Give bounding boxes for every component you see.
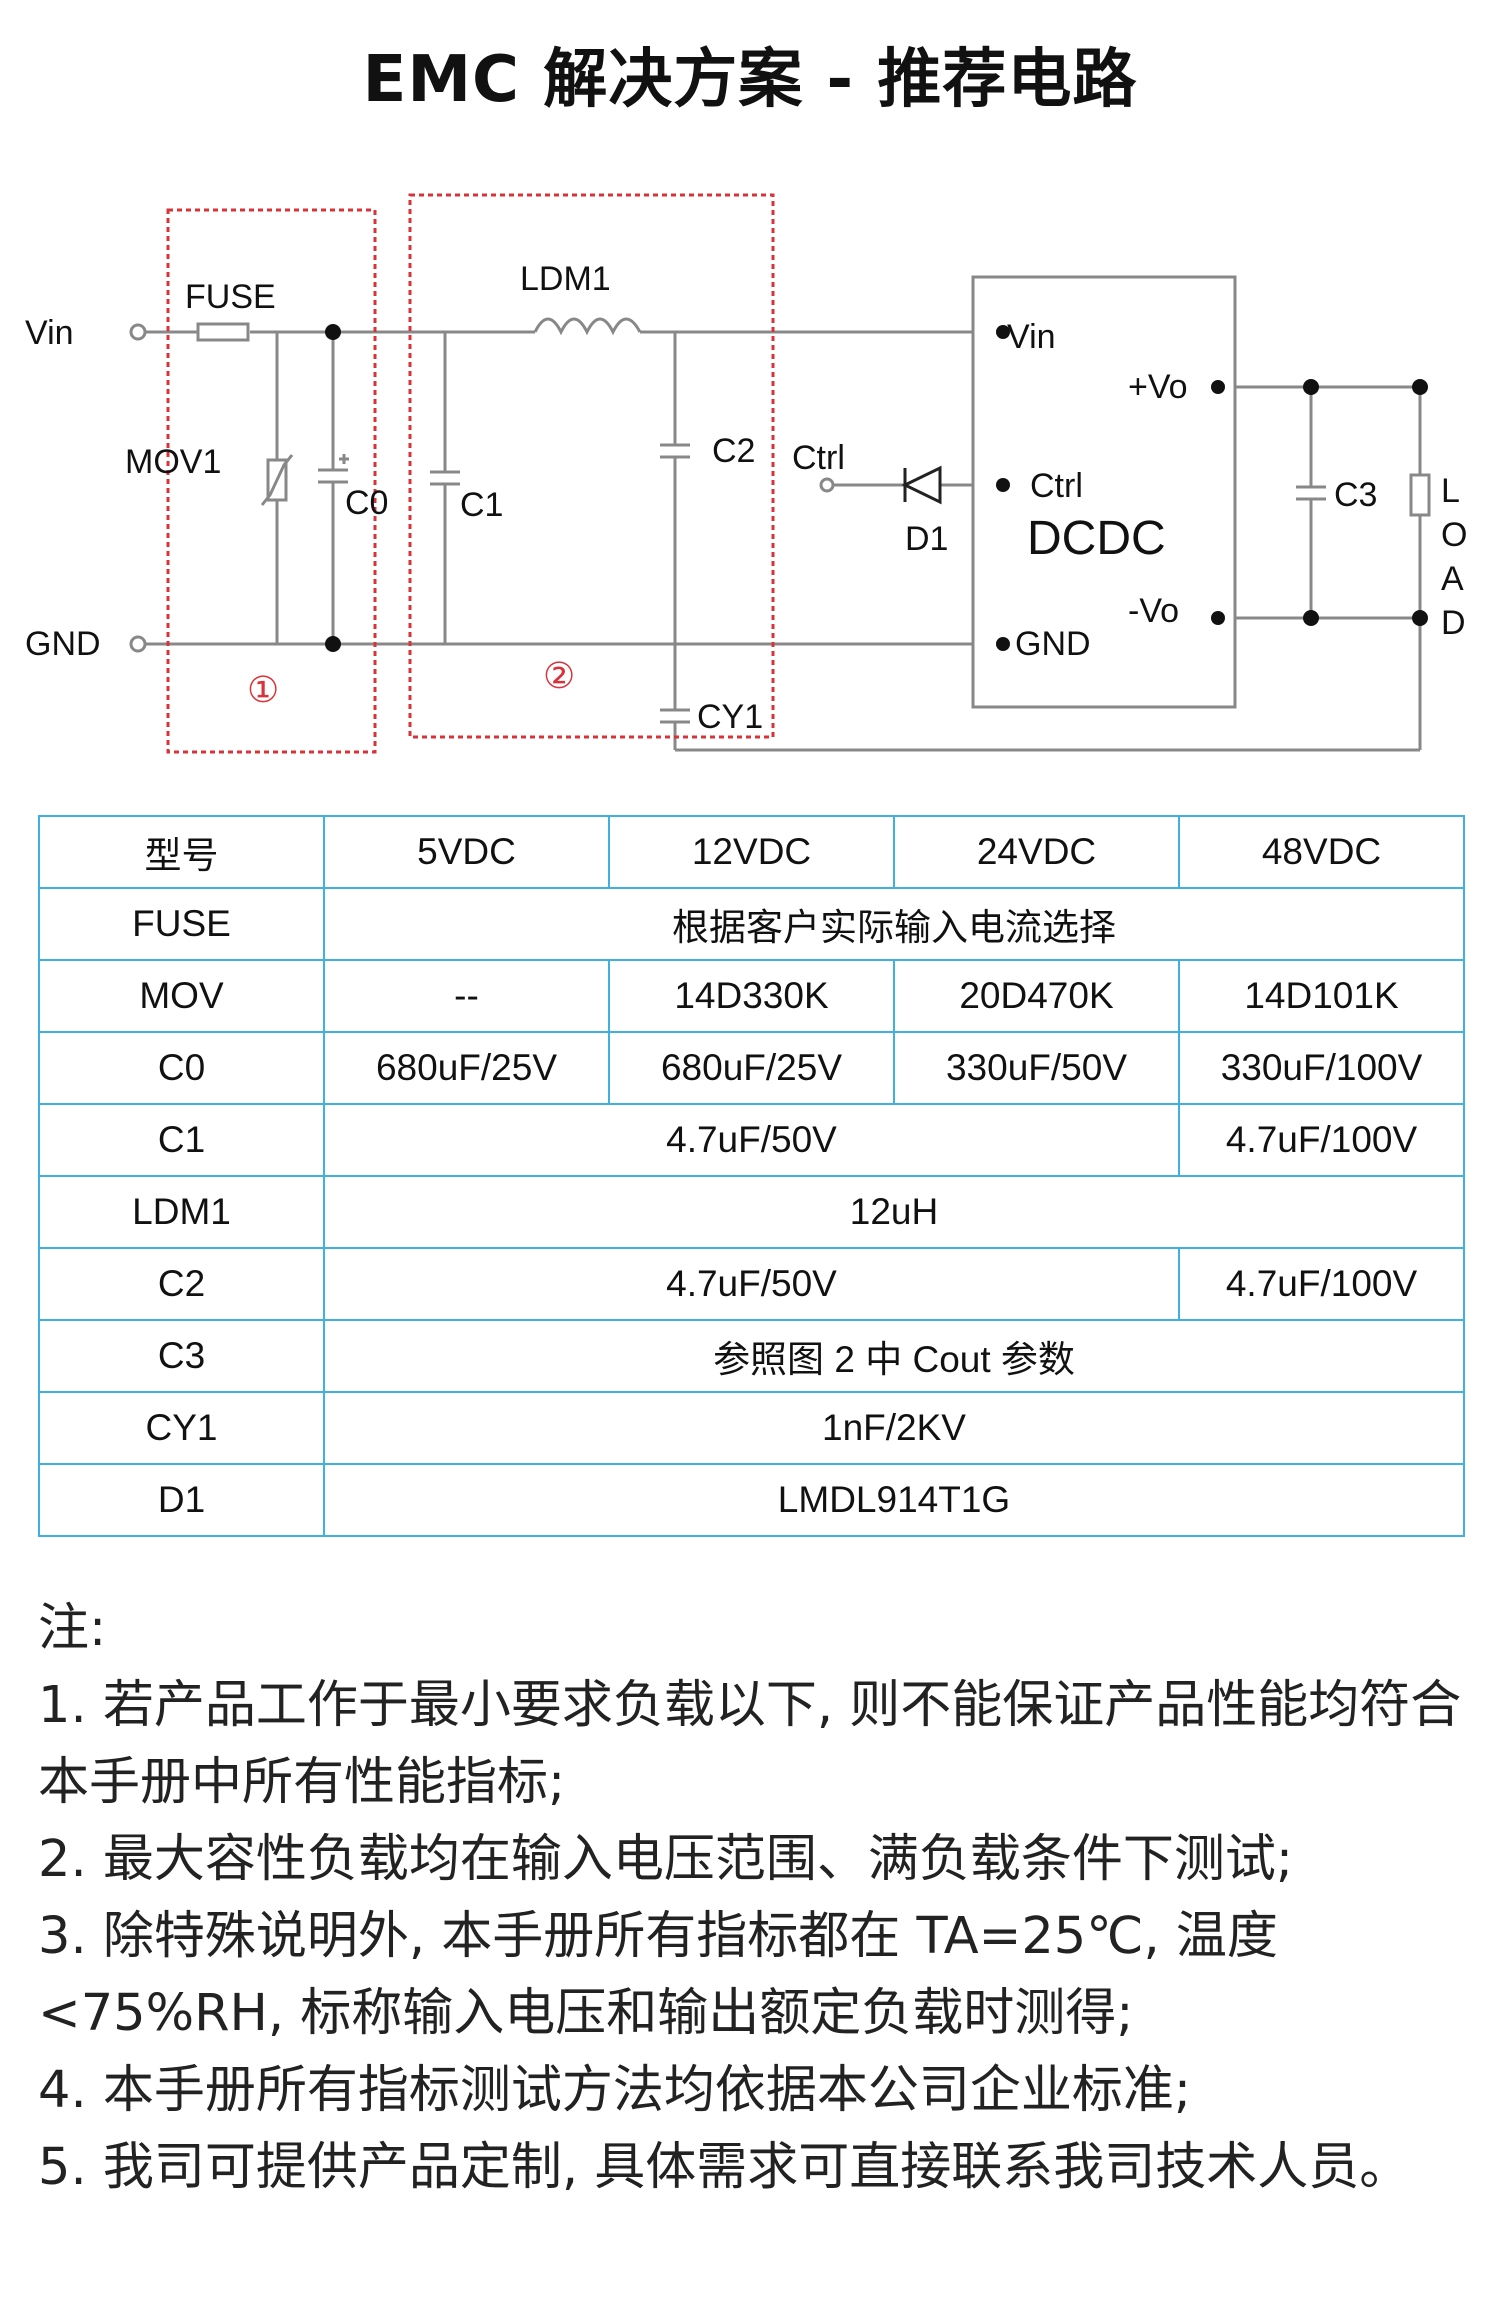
c3-symbol	[1296, 485, 1326, 501]
table-header-cell: 型号	[38, 815, 325, 889]
table-row-label: C0	[38, 1031, 325, 1105]
table-header-cell: 24VDC	[893, 815, 1180, 889]
table-cell: 4.7uF/50V	[323, 1103, 1180, 1177]
cy1-symbol	[660, 708, 690, 724]
dcdc-vin-label: Vin	[1007, 318, 1056, 356]
dcdc-gnd-label: GND	[1015, 625, 1091, 663]
table-header-cell: 12VDC	[608, 815, 895, 889]
ctrl-label: Ctrl	[792, 439, 845, 477]
notes: 注: 1. 若产品工作于最小要求负载以下, 则不能保证产品性能均符合本手册中所有…	[38, 1590, 1478, 2206]
fuse-symbol	[196, 322, 250, 342]
mov1-symbol	[260, 454, 294, 506]
dcdc-module	[971, 275, 1237, 709]
table-row-label: C1	[38, 1103, 325, 1177]
junction-dots	[325, 324, 1428, 652]
notes-heading: 注:	[38, 1599, 107, 1658]
table-row-label: CY1	[38, 1391, 325, 1465]
note-item: 1. 若产品工作于最小要求负载以下, 则不能保证产品性能均符合本手册中所有性能指…	[38, 1676, 1462, 1812]
table-cell: --	[323, 959, 610, 1033]
table-cell: 14D330K	[608, 959, 895, 1033]
c1-symbol	[430, 470, 460, 486]
d1-diode-symbol	[901, 465, 942, 505]
c3-label: C3	[1334, 476, 1377, 514]
table-row-label: C3	[38, 1319, 325, 1393]
ldm1-label: LDM1	[520, 260, 611, 298]
c1-label: C1	[460, 486, 503, 524]
table-cell: 4.7uF/100V	[1178, 1103, 1465, 1177]
table-cell: 20D470K	[893, 959, 1180, 1033]
mov1-label: MOV1	[125, 443, 221, 481]
dcdc-label: DCDC	[1027, 512, 1166, 565]
ctrl-terminal	[819, 477, 835, 493]
table-cell: 14D101K	[1178, 959, 1465, 1033]
load-resistor	[1409, 473, 1431, 517]
c0-label: C0	[345, 484, 388, 522]
ldm1-symbol	[533, 317, 642, 336]
wires	[146, 330, 1422, 752]
load-label-d: D	[1441, 604, 1466, 642]
note-item: 5. 我司可提供产品定制, 具体需求可直接联系我司技术人员。	[38, 2138, 1411, 2197]
note-item: 4. 本手册所有指标测试方法均依据本公司企业标准;	[38, 2061, 1192, 2120]
vo-plus-label: +Vo	[1128, 368, 1188, 406]
table-cell: 根据客户实际输入电流选择	[323, 887, 1465, 961]
cy1-label: CY1	[697, 698, 763, 736]
table-cell: 参照图 2 中 Cout 参数	[323, 1319, 1465, 1393]
table-cell: 680uF/25V	[608, 1031, 895, 1105]
table-cell: 330uF/50V	[893, 1031, 1180, 1105]
table-row-label: LDM1	[38, 1175, 325, 1249]
fuse-label: FUSE	[185, 278, 276, 316]
gnd-label: GND	[25, 625, 101, 663]
load-label-l: L	[1441, 472, 1460, 510]
vin-label: Vin	[25, 314, 74, 352]
table-cell: 680uF/25V	[323, 1031, 610, 1105]
table-header-cell: 48VDC	[1178, 815, 1465, 889]
notes-list: 1. 若产品工作于最小要求负载以下, 则不能保证产品性能均符合本手册中所有性能指…	[38, 1667, 1478, 2206]
circuit-diagram: Vin GND FUSE MOV1 C0 C1 LDM1 C2 Ctrl CY1…	[25, 193, 1467, 754]
table-row-label: MOV	[38, 959, 325, 1033]
d1-label: D1	[905, 520, 948, 558]
table-cell: 1nF/2KV	[323, 1391, 1465, 1465]
region-2-box	[408, 193, 775, 739]
page-title: EMC 解决方案 - 推荐电路	[362, 43, 1138, 117]
table-cell: 330uF/100V	[1178, 1031, 1465, 1105]
dcdc-ctrl-label: Ctrl	[1030, 467, 1083, 505]
c0-symbol	[318, 454, 349, 484]
note-item: 2. 最大容性负载均在输入电压范围、满负载条件下测试;	[38, 1830, 1294, 1889]
table-cell: LMDL914T1G	[323, 1463, 1465, 1537]
c2-label: C2	[712, 432, 755, 470]
table-cell: 4.7uF/100V	[1178, 1247, 1465, 1321]
table-cell: 12uH	[323, 1175, 1465, 1249]
vo-minus-label: -Vo	[1128, 592, 1179, 630]
region-2-label: ②	[543, 655, 575, 696]
table-row-label: FUSE	[38, 887, 325, 961]
load-label-a: A	[1441, 560, 1464, 598]
region-1-box	[166, 208, 377, 754]
table-row-label: C2	[38, 1247, 325, 1321]
c2-symbol	[660, 443, 690, 459]
table-row-label: D1	[38, 1463, 325, 1537]
region-1-label: ①	[247, 669, 279, 710]
table-cell: 4.7uF/50V	[323, 1247, 1180, 1321]
table-header-cell: 5VDC	[323, 815, 610, 889]
load-label-o: O	[1441, 516, 1467, 554]
gnd-terminal	[129, 635, 147, 653]
vin-terminal	[129, 323, 147, 341]
note-item: 3. 除特殊说明外, 本手册所有指标都在 TA=25℃, 温度<75%RH, 标…	[38, 1907, 1278, 2043]
